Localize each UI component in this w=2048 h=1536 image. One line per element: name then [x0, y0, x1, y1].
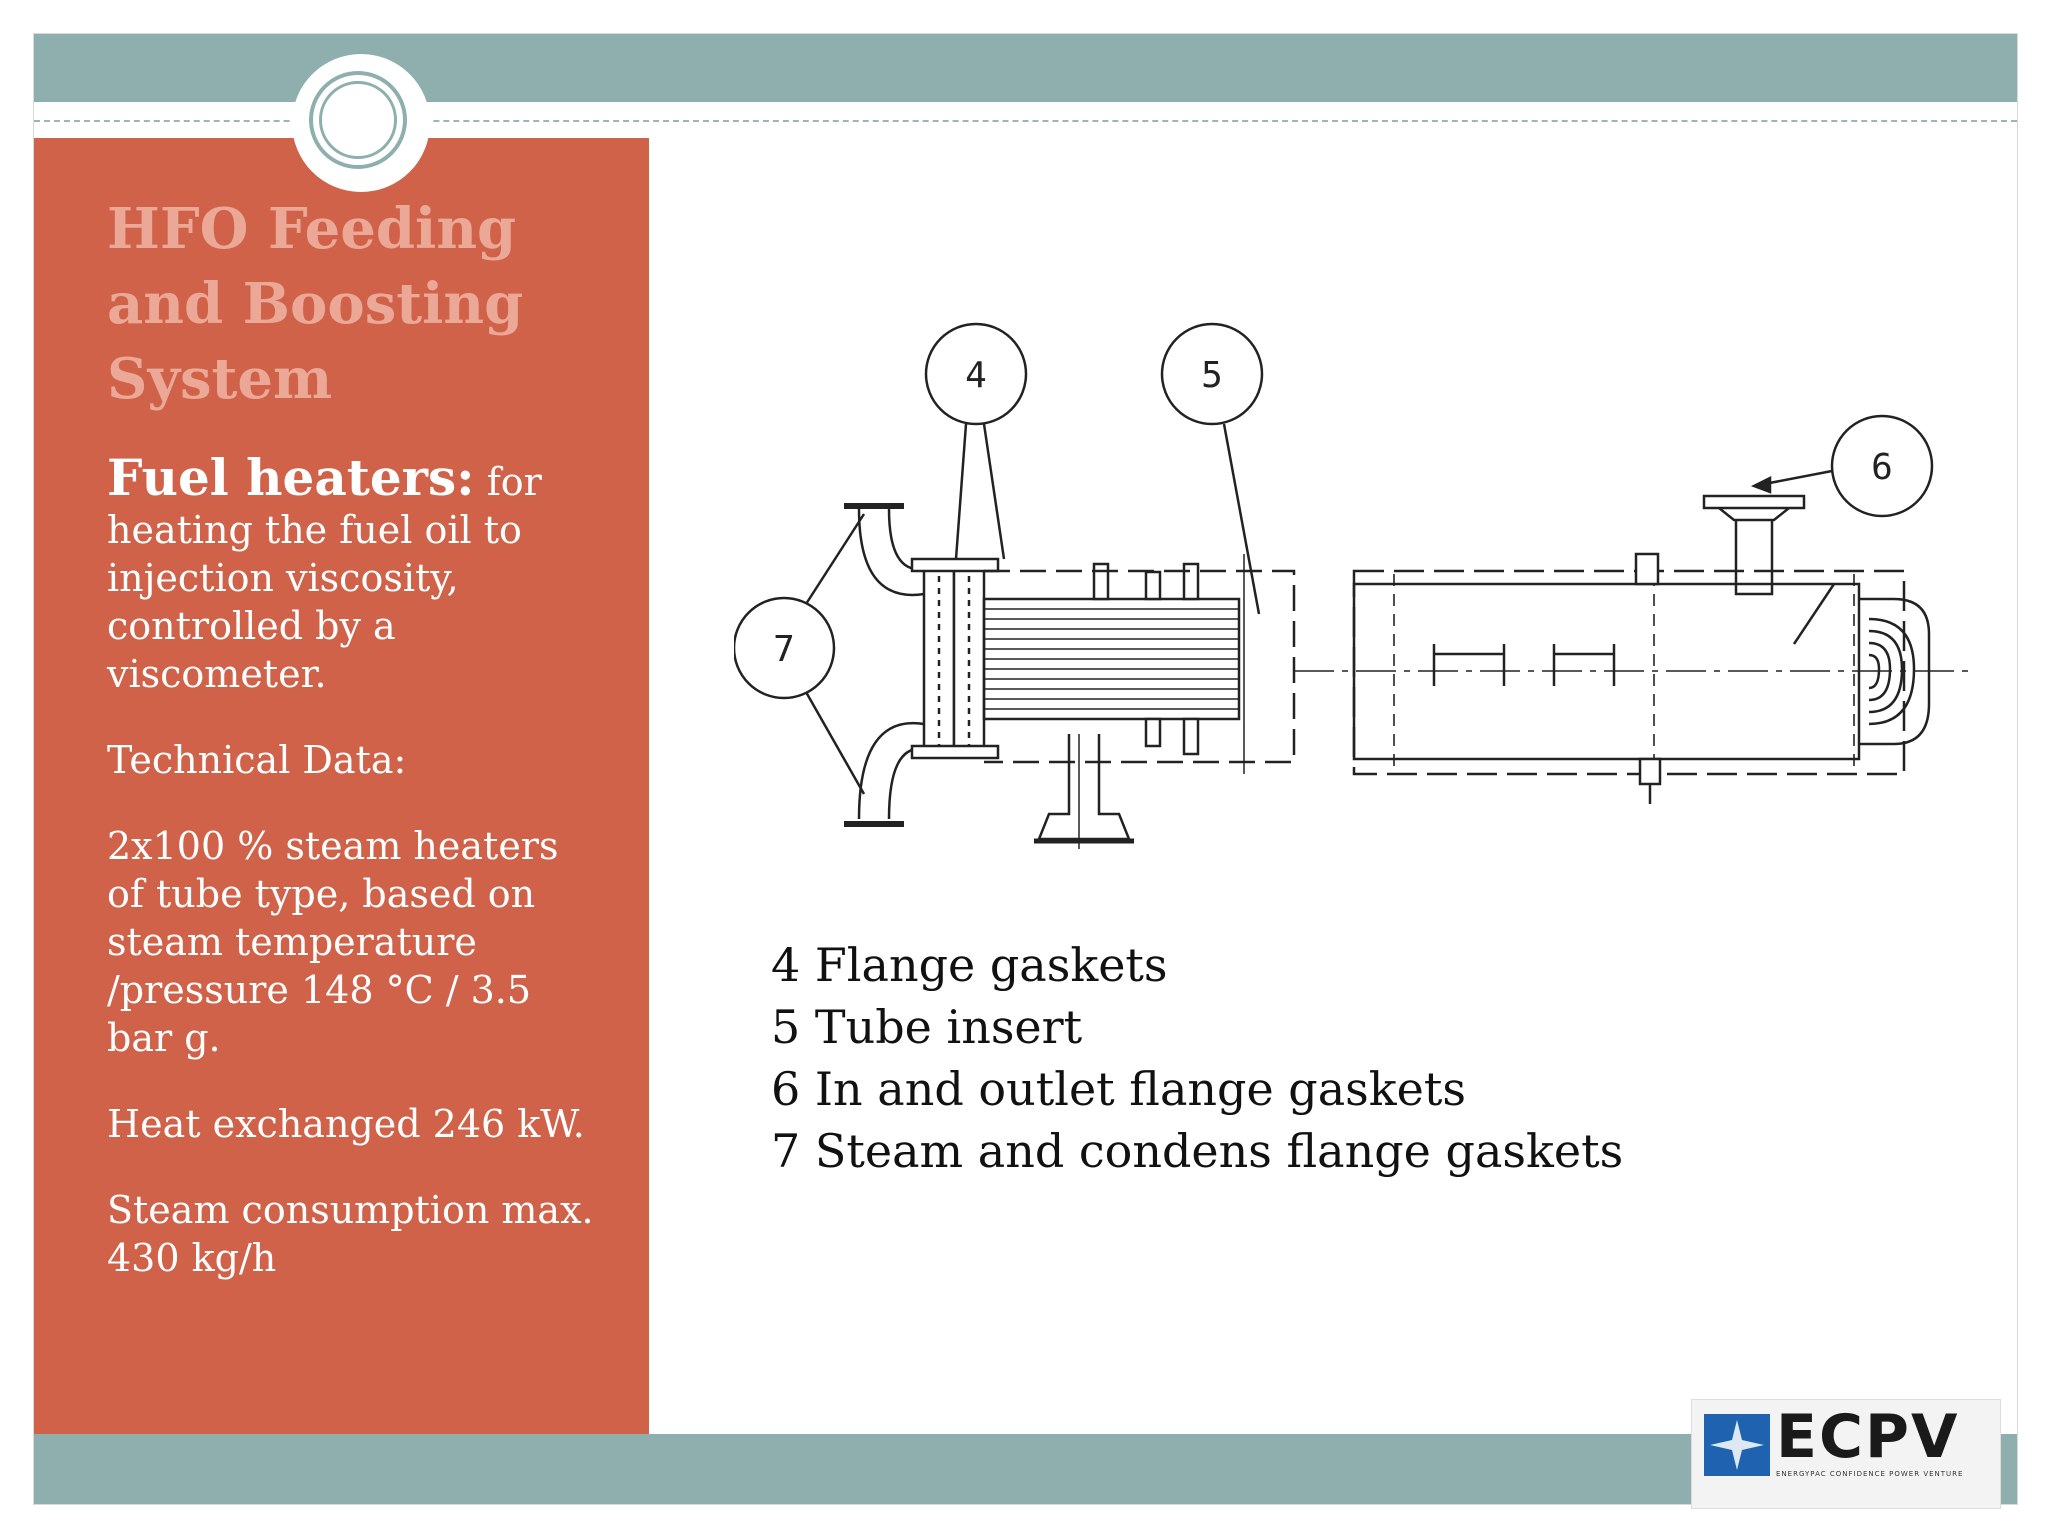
body-text: Fuel heaters: for heating the fuel oil t… [107, 453, 607, 1320]
legend-item: 5 Tube insert [771, 1000, 1083, 1054]
logo-tagline: ENERGYPAC CONFIDENCE POWER VENTURE [1776, 1470, 1964, 1478]
callout-label-7: 7 [773, 629, 795, 670]
ecpv-logo: ECPV ENERGYPAC CONFIDENCE POWER VENTURE [1691, 1399, 2001, 1509]
tech-heading: Technical Data: [107, 738, 407, 782]
lead-rest: for heating the fuel oil to injection vi… [107, 460, 542, 696]
callout-label-5: 5 [1201, 355, 1223, 396]
tech-paragraph-3: Steam consumption max. 430 kg/h [107, 1188, 594, 1280]
left-panel [34, 138, 649, 1434]
slide: HFO Feeding and Boosting System Fuel hea… [33, 33, 2018, 1509]
callout-circle-5 [1160, 322, 1264, 426]
callout-circle-7 [734, 596, 836, 700]
tech-paragraph-2: Heat exchanged 246 kW. [107, 1102, 585, 1146]
bottom-band [34, 1434, 2017, 1504]
callout-label-6: 6 [1871, 447, 1893, 488]
logo-star-icon [1704, 1414, 1770, 1476]
legend-item: 6 In and outlet flange gaskets [771, 1062, 1466, 1116]
callout-circle-6 [1830, 414, 1934, 518]
legend-item: 4 Flange gaskets [771, 938, 1168, 992]
header-circle-inner-ring [319, 81, 397, 159]
heater-diagram: 4 5 6 7 [734, 322, 1969, 849]
callout-circle-4 [924, 322, 1028, 426]
intro-paragraph: Fuel heaters: for heating the fuel oil t… [107, 453, 607, 698]
lead-bold: Fuel heaters: [107, 448, 475, 507]
tech-paragraph-1: 2x100 % steam heaters of tube type, base… [107, 824, 559, 1060]
legend-list: 4 Flange gaskets 5 Tube insert 6 In and … [771, 934, 1623, 1182]
slide-title: HFO Feeding and Boosting System [107, 196, 524, 412]
dashed-divider [34, 120, 2017, 122]
legend-item: 7 Steam and condens flange gaskets [771, 1124, 1624, 1178]
logo-wordmark: ECPV [1776, 1402, 1960, 1472]
callout-label-4: 4 [965, 355, 987, 396]
